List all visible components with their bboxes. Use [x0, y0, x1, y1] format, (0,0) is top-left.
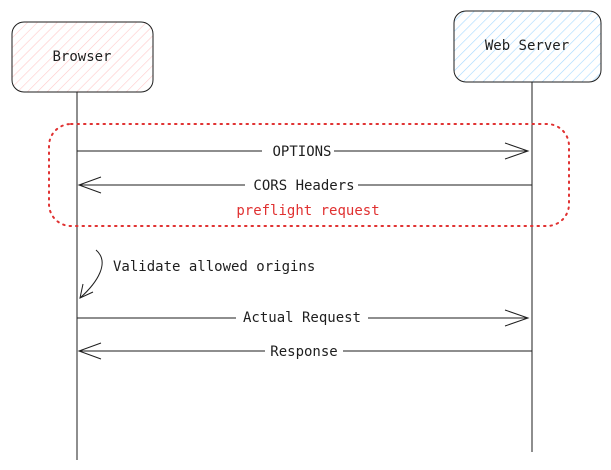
response-arrow	[77, 342, 532, 360]
server-participant: Web Server	[453, 10, 602, 83]
cors-headers-label: CORS Headers	[253, 178, 354, 194]
preflight-group-border	[48, 123, 570, 227]
validate-note-arrow	[79, 249, 103, 299]
browser-label: Browser	[52, 49, 111, 65]
options-arrow	[77, 142, 530, 160]
response-label: Response	[270, 344, 337, 360]
browser-participant: Browser	[11, 21, 154, 93]
preflight-request-label: preflight request	[236, 203, 379, 219]
validate-note-label: Validate allowed origins	[113, 259, 315, 275]
actual-request-arrow	[77, 309, 530, 327]
actual-request-label: Actual Request	[243, 310, 361, 326]
cors-headers-arrow	[77, 176, 532, 194]
server-label: Web Server	[485, 38, 569, 54]
options-label: OPTIONS	[272, 144, 331, 160]
